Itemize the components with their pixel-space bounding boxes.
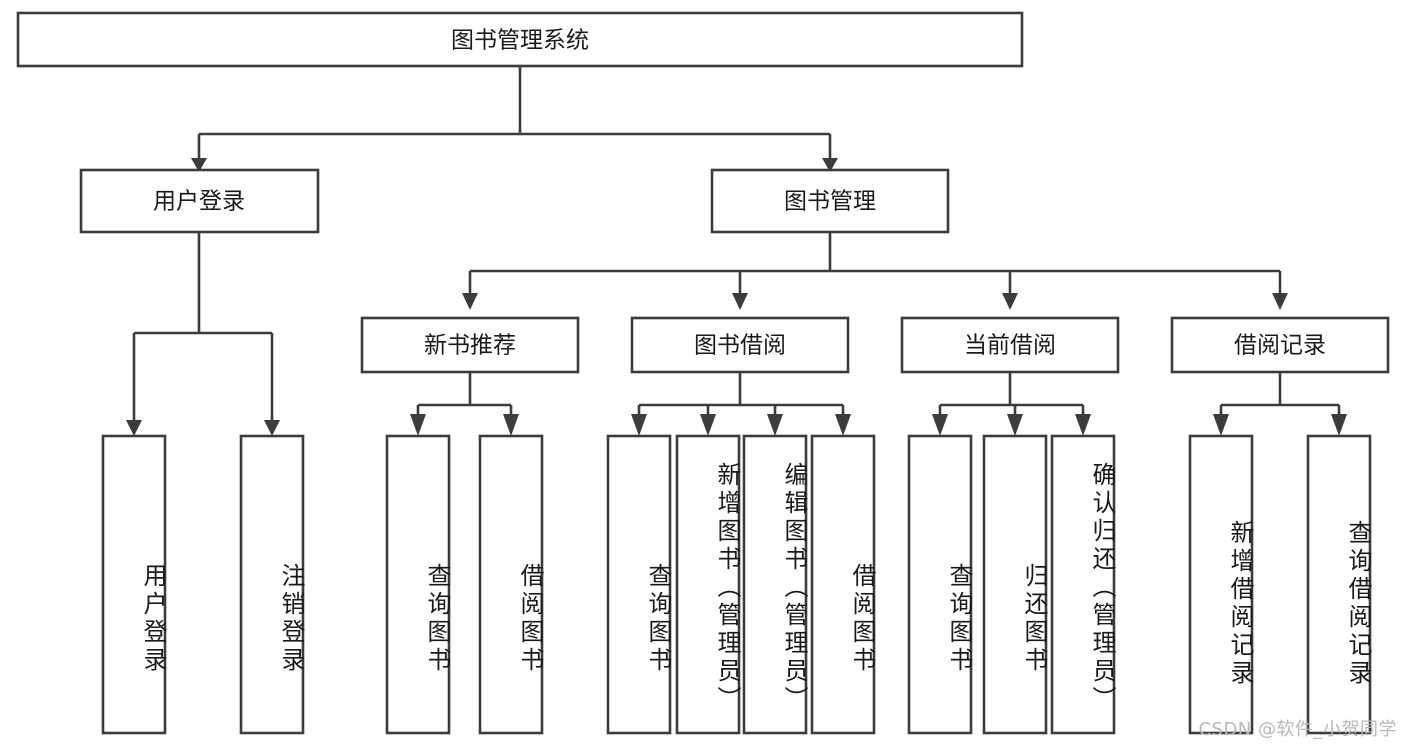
node-borrow-record-box[interactable] [1170, 316, 1390, 374]
node-new-book-recommend-box[interactable] [360, 316, 580, 374]
node-book-borrow-label: 图书借阅 [694, 333, 786, 359]
leaf-add-book-box[interactable] [675, 434, 741, 735]
leaf-user-login-box[interactable] [101, 434, 167, 735]
arrow-to-current-borrow [1002, 293, 1018, 310]
arrow-to-user-login [191, 158, 207, 172]
node-root-box[interactable] [16, 11, 1024, 68]
leaf-return-book-box[interactable] [982, 434, 1048, 735]
arrow-to-book-manage [822, 158, 838, 172]
arrow-to-leaf-add-record [1213, 414, 1229, 436]
node-current-borrow-box[interactable] [900, 316, 1120, 374]
node-current-borrow-label: 当前借阅 [964, 333, 1056, 359]
leaf-logout-box[interactable] [239, 434, 305, 735]
leaf-edit-book-box[interactable] [742, 434, 808, 735]
arrow-to-leaf-user-login [126, 420, 142, 436]
leaf-borrow-book-b-box[interactable] [810, 434, 876, 735]
leaf-query-book-a-box[interactable] [385, 434, 451, 735]
arrow-to-leaf-query-book-a [410, 414, 426, 436]
leaf-query-book-b-box[interactable] [606, 434, 672, 735]
csdn-watermark: CSDN @软件_小贺同学 [1198, 719, 1397, 740]
node-book-manage-label: 图书管理 [784, 189, 876, 215]
arrow-to-borrow-record [1272, 293, 1288, 310]
arrow-to-leaf-borrow-book-b [835, 414, 851, 436]
connector-layer [126, 66, 1347, 436]
node-root-label: 图书管理系统 [451, 28, 589, 54]
arrow-to-leaf-edit-book [767, 414, 783, 436]
node-book-borrow-box[interactable] [630, 316, 850, 374]
arrow-to-leaf-query-record [1331, 414, 1347, 436]
leaf-add-record-box[interactable] [1188, 434, 1254, 735]
node-layer: 图书管理系统 用户登录 图书管理 新书推荐 图书借阅 当前借阅 借阅记录 [16, 11, 1390, 735]
arrow-to-new-book [462, 293, 478, 310]
arrow-to-leaf-borrow-book-a [503, 414, 519, 436]
node-user-login-label: 用户登录 [153, 189, 245, 215]
node-borrow-record-label: 借阅记录 [1234, 333, 1326, 359]
node-book-manage-box[interactable] [710, 168, 950, 234]
node-new-book-recommend-label: 新书推荐 [424, 333, 516, 359]
arrow-to-leaf-return-book [1007, 414, 1023, 436]
leaf-confirm-return-box[interactable] [1050, 434, 1116, 735]
arrow-to-leaf-confirm-return [1075, 414, 1091, 436]
leaf-query-book-c-box[interactable] [907, 434, 973, 735]
arrow-to-leaf-add-book [700, 414, 716, 436]
node-user-login-box[interactable] [79, 168, 320, 234]
leaf-query-record-box[interactable] [1306, 434, 1372, 735]
leaf-borrow-book-a-box[interactable] [478, 434, 544, 735]
arrow-to-book-borrow [732, 293, 748, 310]
arrow-to-leaf-query-book-c [932, 414, 948, 436]
arrow-to-leaf-logout [264, 420, 280, 436]
arrow-to-leaf-query-book-b [631, 414, 647, 436]
